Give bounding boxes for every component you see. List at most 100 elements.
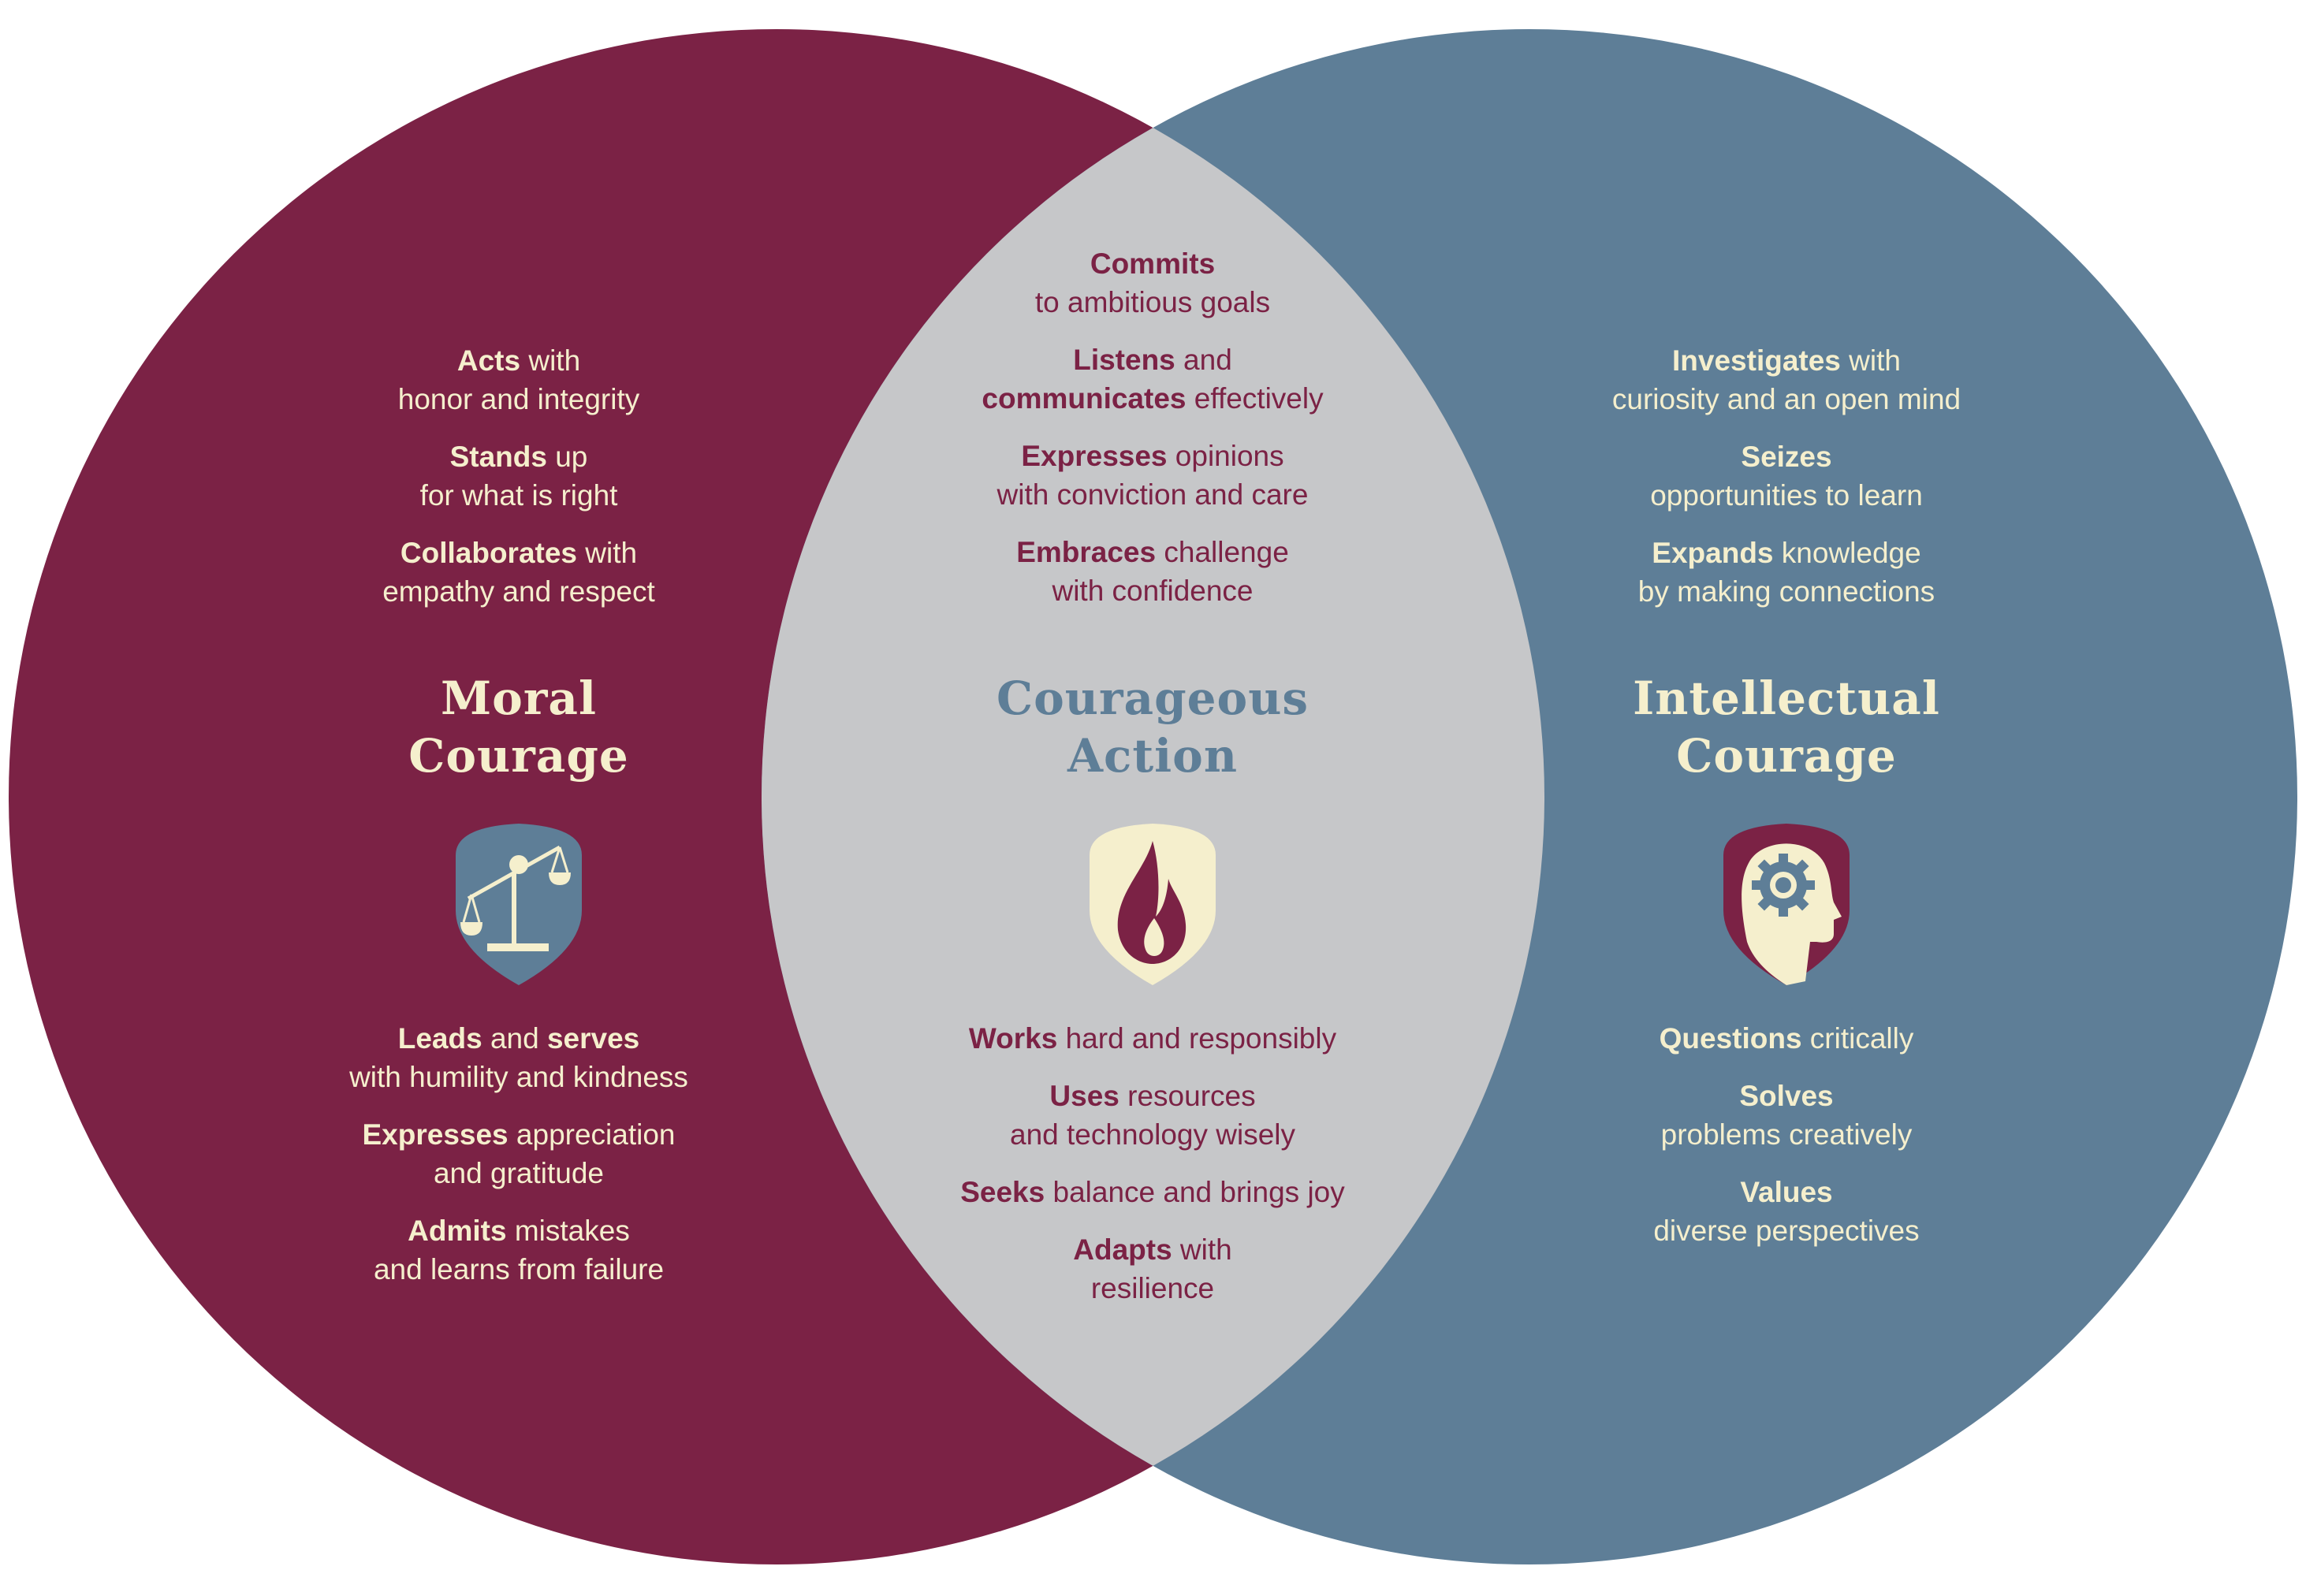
item-line: curiosity and an open mind (1487, 380, 2086, 419)
title-line: Courage (408, 729, 629, 783)
item-keyword: Listens (1073, 344, 1175, 376)
item-text: hard and responsibly (1057, 1022, 1337, 1055)
item-keyword: Acts (456, 344, 521, 377)
item-keyword: Expresses (1021, 440, 1168, 472)
item-text: and gratitude (433, 1157, 604, 1189)
item-keyword: Seeks (960, 1176, 1045, 1208)
item-text: mistakes (506, 1215, 630, 1247)
item-keyword: Adapts (1073, 1233, 1172, 1266)
item-text: problems creatively (1660, 1118, 1913, 1151)
item-line: diverse perspectives (1487, 1211, 2086, 1250)
item-text: knowledge (1773, 537, 1921, 569)
item-text: and learns from failure (373, 1253, 665, 1285)
item-keyword: Values (1740, 1176, 1833, 1208)
item-text: diverse perspectives (1653, 1215, 1920, 1247)
item-text: effectively (1186, 382, 1324, 415)
item-keyword: serves (546, 1022, 640, 1055)
item-line: by making connections (1487, 572, 2086, 611)
item-text: opportunities to learn (1650, 479, 1923, 512)
item-text: and technology wisely (1010, 1118, 1295, 1151)
item-keyword: Investigates (1672, 344, 1841, 377)
item-line: Stands up (219, 437, 818, 476)
item-line: problems creatively (1487, 1115, 2086, 1154)
scales-of-justice-shield-icon (456, 824, 582, 985)
item-line: Commits (853, 244, 1452, 283)
item-text: up (546, 441, 588, 473)
item-text: with (520, 344, 581, 377)
list-item: Works hard and responsibly (853, 1019, 1452, 1058)
item-line: Solves (1487, 1077, 2086, 1115)
item-line: Investigates with (1487, 341, 2086, 380)
item-text: appreciation (508, 1118, 676, 1151)
moral-courage-title: Moral Courage (243, 670, 795, 785)
item-keyword: communicates (982, 382, 1187, 415)
item-text: with (1840, 344, 1901, 377)
item-line: to ambitious goals (853, 283, 1452, 322)
item-line: Uses resources (853, 1077, 1452, 1115)
item-line: Works hard and responsibly (853, 1019, 1452, 1058)
list-item: Seeks balance and brings joy (853, 1173, 1452, 1211)
item-keyword: Questions (1659, 1022, 1802, 1055)
item-line: and gratitude (219, 1154, 818, 1192)
item-line: Leads and serves (219, 1019, 818, 1058)
item-line: communicates effectively (853, 379, 1452, 418)
item-text: to ambitious goals (1034, 286, 1271, 318)
courageous-action-title: Courageous Action (877, 670, 1429, 785)
item-line: with humility and kindness (219, 1058, 818, 1096)
item-text: empathy and respect (382, 575, 655, 608)
item-text: resources (1119, 1080, 1256, 1112)
item-keyword: Expands (1652, 537, 1774, 569)
item-line: Acts with (219, 341, 818, 380)
item-line: Embraces challenge (853, 533, 1452, 571)
item-line: Expresses appreciation (219, 1115, 818, 1154)
item-line: empathy and respect (219, 572, 818, 611)
item-line: and technology wisely (853, 1115, 1452, 1154)
item-keyword: Stands (449, 441, 547, 473)
item-text: with (577, 537, 638, 569)
item-keyword: Embraces (1016, 536, 1157, 568)
item-line: for what is right (219, 476, 818, 515)
item-text: curiosity and an open mind (1611, 383, 1961, 415)
item-text: for what is right (419, 479, 618, 512)
flame-shield-icon (1090, 824, 1216, 985)
item-keyword: Uses (1049, 1080, 1119, 1112)
intellectual-courage-title: Intellectual Courage (1511, 670, 2062, 785)
item-line: Collaborates with (219, 534, 818, 572)
item-keyword: Admits (408, 1215, 507, 1247)
item-line: resilience (853, 1269, 1452, 1308)
item-line: Adapts with (853, 1230, 1452, 1269)
title-line: Intellectual (1633, 672, 1940, 725)
item-line: Expresses opinions (853, 437, 1452, 475)
item-text: challenge (1156, 536, 1289, 568)
item-line: Seeks balance and brings joy (853, 1173, 1452, 1211)
item-text: honor and integrity (397, 383, 640, 415)
item-line: and learns from failure (219, 1250, 818, 1289)
title-line: Courage (1676, 729, 1897, 783)
item-line: Admits mistakes (219, 1211, 818, 1250)
item-keyword: Commits (1090, 247, 1216, 280)
item-text: with humility and kindness (349, 1061, 688, 1093)
item-line: opportunities to learn (1487, 476, 2086, 515)
list-item: Questions critically (1487, 1019, 2086, 1058)
list-item: Values diverse perspectives (1487, 1173, 2086, 1250)
item-keyword: Expresses (362, 1118, 509, 1151)
title-line: Action (1067, 729, 1238, 783)
item-line: Listens and (853, 340, 1452, 379)
item-line: with conviction and care (853, 475, 1452, 514)
item-text: with confidence (1052, 575, 1254, 607)
item-keyword: Seizes (1741, 441, 1832, 473)
